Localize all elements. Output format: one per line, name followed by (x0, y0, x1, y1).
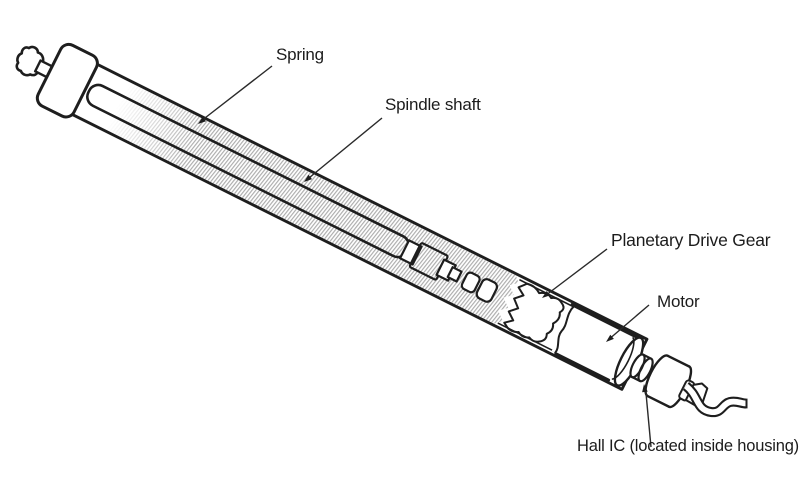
hall-ic-arrowhead (642, 384, 648, 393)
motor-arrowhead (606, 334, 614, 342)
planetary-gear-housing (503, 282, 565, 343)
label-spindle-shaft: Spindle shaft (385, 95, 481, 114)
gear-tooth-a (460, 271, 481, 294)
label-motor: Motor (657, 292, 700, 311)
label-spring: Spring (276, 45, 324, 64)
planetary-gear-arrowhead (542, 291, 551, 298)
motor-top-edge (570, 302, 641, 340)
actuator-assembly (15, 42, 709, 410)
rear-housing-bottom (646, 394, 671, 408)
rear-housing-top (666, 354, 691, 368)
shaft-nub-small (446, 266, 463, 283)
planetary-gear-leader (542, 248, 608, 298)
motor-leader (606, 304, 650, 342)
motor-front-edge (554, 305, 576, 354)
end-mount-cap (35, 42, 99, 119)
motor-end-cap-inner-rim (611, 337, 635, 380)
hall-ic-leader (642, 384, 652, 448)
label-planetary-drive-gear: Planetary Drive Gear (611, 230, 771, 250)
label-hall-ic: Hall IC (located inside housing) (577, 437, 799, 455)
gear-tooth-b (475, 278, 499, 303)
spring-arrowhead (198, 116, 206, 124)
shaft-collar (398, 239, 423, 266)
spring-leader (198, 65, 273, 124)
power-cable-core (684, 383, 747, 415)
spindle-shaft-arrowhead (304, 174, 312, 182)
leader-lines (198, 65, 652, 448)
rear-housing-body (647, 355, 690, 407)
power-cable (682, 382, 748, 418)
spindle-shaft-leader (304, 117, 383, 182)
motor-bottom-edge (554, 352, 611, 382)
